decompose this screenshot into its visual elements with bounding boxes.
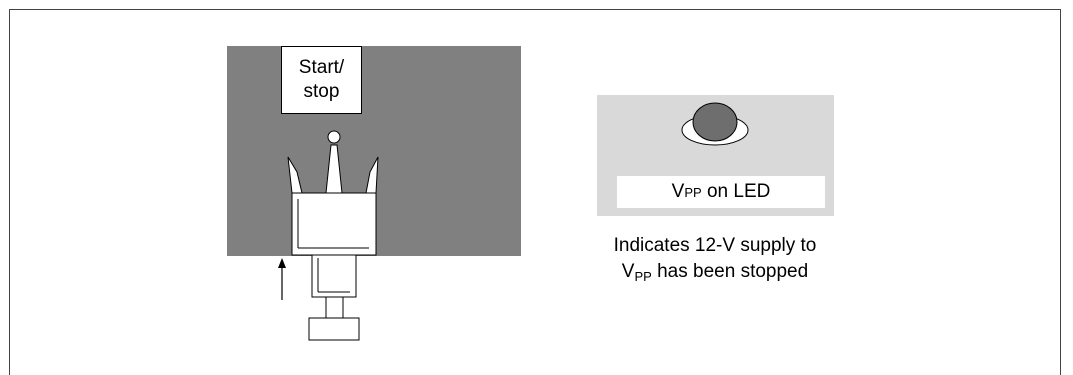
switch-shaft: [311, 254, 357, 298]
caption-line2-rest: has been stopped: [651, 261, 809, 282]
switch-base: [308, 317, 360, 341]
start-stop-line1: Start/: [298, 57, 345, 78]
switch-pivot: [327, 130, 341, 144]
caption-line1: Indicates 12-V supply to: [613, 235, 817, 256]
led-label-sub: PP: [684, 184, 702, 200]
led-bulb: [692, 102, 738, 142]
start-stop-line2: stop: [303, 81, 340, 102]
caption-line2: VPP has been stopped: [560, 259, 870, 290]
push-arrow-head: [278, 258, 286, 268]
switch-body: [291, 192, 377, 256]
caption-line2-v: V: [621, 261, 635, 282]
led-caption: Indicates 12-V supply to VPP has been st…: [560, 233, 870, 290]
start-stop-label-box: Start/ stop: [281, 46, 362, 114]
caption-line2-sub: PP: [634, 269, 652, 284]
diagram-frame: [9, 9, 1061, 375]
led-label-v: V: [671, 181, 685, 202]
led-label-rest: on LED: [701, 181, 771, 202]
